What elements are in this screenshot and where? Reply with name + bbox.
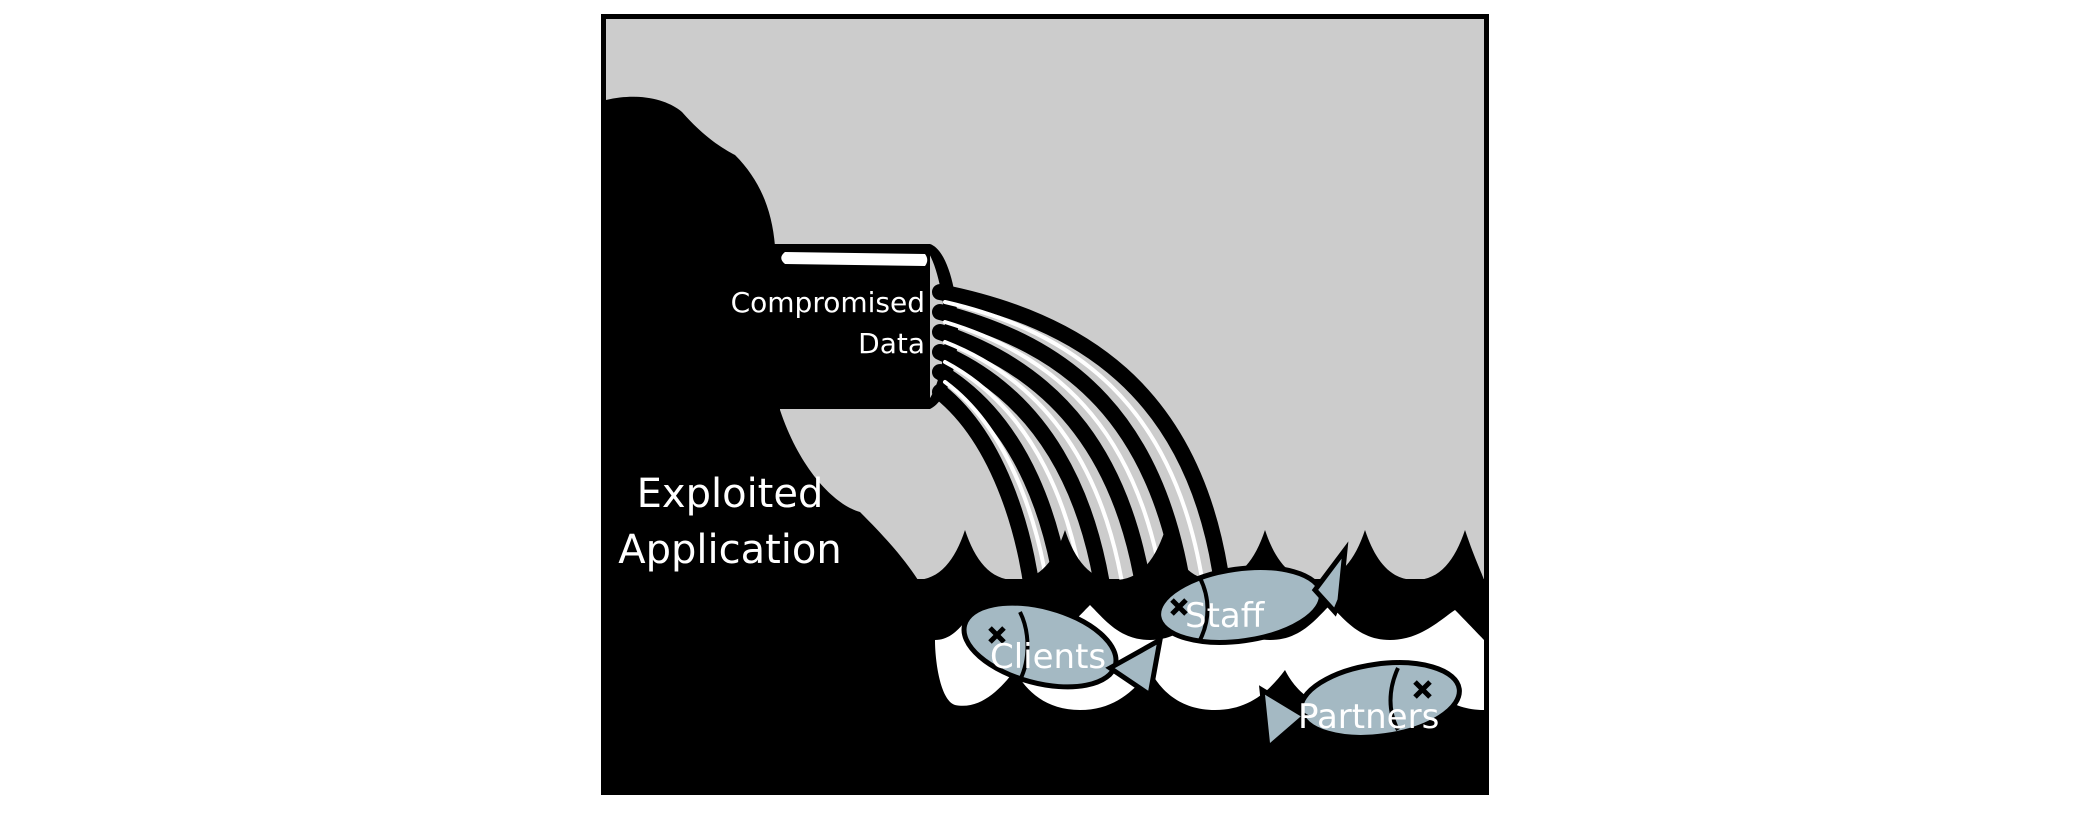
fish-label-staff: Staff [1185, 596, 1266, 636]
fish-label-clients: Clients [990, 637, 1106, 677]
pipe-label-line1: Compromised [731, 286, 925, 319]
hill-label-line2: Application [618, 527, 842, 573]
fish-label-partners: Partners [1298, 697, 1439, 737]
dead-fish-icon [1156, 541, 1349, 645]
hill-label-line1: Exploited [637, 471, 824, 517]
exploited-application-hill [606, 96, 930, 795]
pipe-icon [770, 244, 958, 409]
dead-fish-icon [1258, 660, 1462, 754]
dead-fish-icon [961, 600, 1164, 700]
pipe-label-line2: Data [858, 327, 925, 360]
